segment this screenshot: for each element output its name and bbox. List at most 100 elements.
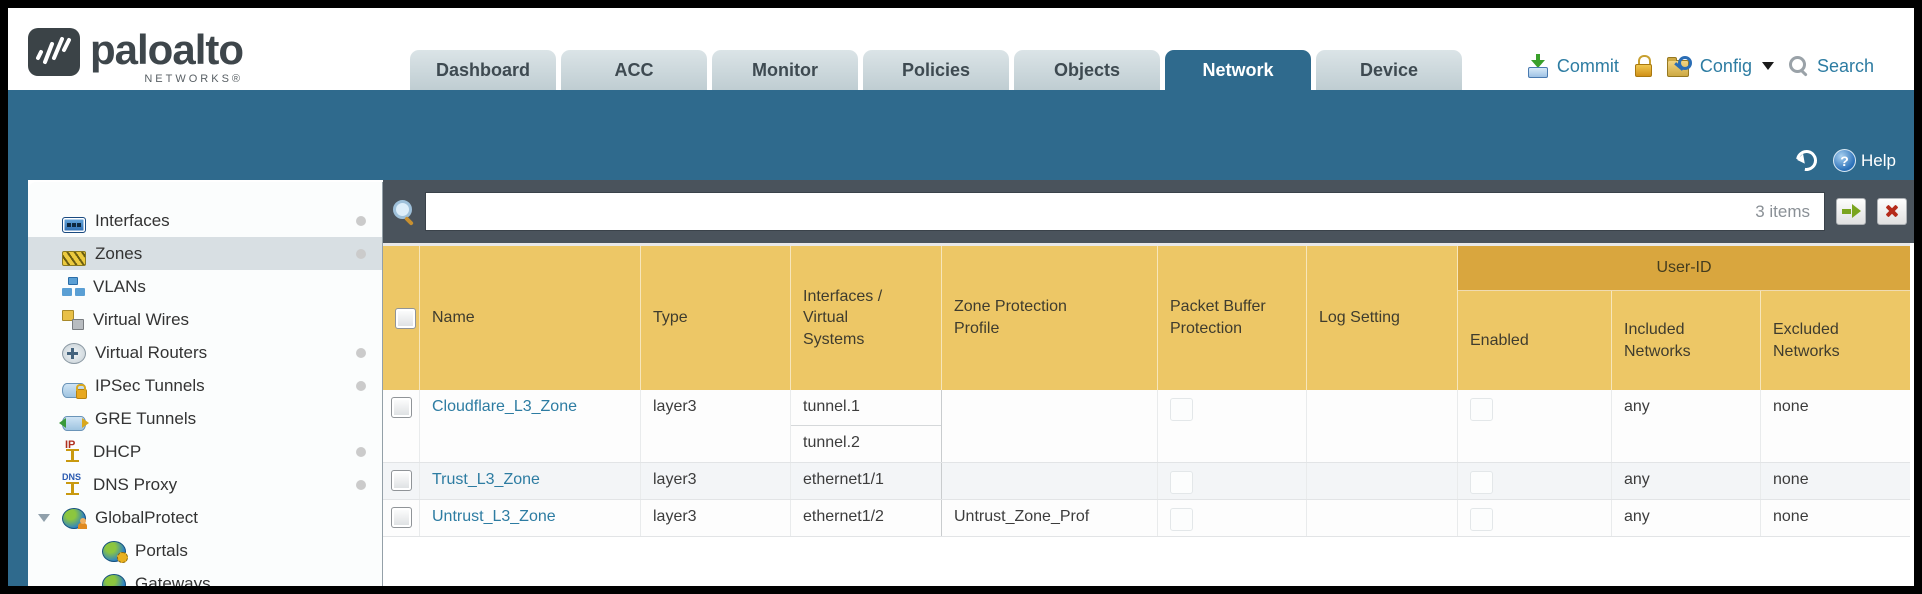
cell-zone-protection-profile: [942, 390, 1158, 462]
row-checkbox[interactable]: [391, 397, 412, 418]
brand-sub: NETWORKS®: [144, 73, 244, 85]
vlans-icon: [62, 276, 84, 298]
sidebar-item-portals[interactable]: Portals: [28, 534, 382, 567]
sidebar-item-gre-tunnels[interactable]: GRE Tunnels: [28, 402, 382, 435]
column-header-name[interactable]: Name: [420, 246, 641, 390]
expand-triangle-icon[interactable]: [38, 513, 50, 522]
sidebar-item-label: Virtual Wires: [93, 309, 190, 329]
cell-log-setting: [1307, 390, 1458, 462]
user-id-enabled-checkbox[interactable]: [1470, 508, 1493, 531]
sidebar-item-ipsec-tunnels[interactable]: IPSec Tunnels: [28, 369, 382, 402]
column-header-excluded-networks[interactable]: Excluded Networks: [1773, 320, 1840, 360]
column-header-log-setting[interactable]: Log Setting: [1307, 246, 1458, 390]
help-button[interactable]: ? Help: [1833, 149, 1896, 172]
column-header-packet-buffer-protection[interactable]: Packet Buffer Protection: [1158, 246, 1307, 390]
filter-input[interactable]: 3 items: [425, 192, 1825, 231]
zones-table: Name Type Interfaces / Virtual Systems Z…: [383, 243, 1910, 537]
zone-name-link[interactable]: Cloudflare_L3_Zone: [432, 398, 577, 415]
apply-filter-button[interactable]: [1836, 198, 1866, 225]
row-checkbox[interactable]: [391, 507, 412, 528]
cell-name: Untrust_L3_Zone: [420, 500, 641, 536]
row-select-cell: [383, 390, 420, 462]
interface-entry: ethernet1/1: [803, 471, 884, 488]
cell-interfaces: tunnel.1 tunnel.2: [791, 390, 942, 462]
tab-monitor[interactable]: Monitor: [712, 50, 858, 90]
sidebar-item-label: Zones: [95, 243, 143, 263]
cell-zone-protection-profile: [942, 463, 1158, 499]
sidebar-item-label: IPSec Tunnels: [95, 375, 205, 395]
refresh-icon[interactable]: [1791, 145, 1822, 176]
status-dot: [356, 347, 366, 358]
sidebar-item-globalprotect[interactable]: GlobalProtect: [28, 501, 382, 534]
cell-excluded-networks: none: [1773, 471, 1809, 488]
table-filter-bar: 3 items: [383, 180, 1914, 243]
sidebar-item-virtual-wires[interactable]: Virtual Wires: [28, 303, 382, 336]
dns-icon: [62, 472, 84, 496]
zones-table-body: Cloudflare_L3_Zone layer3 tunnel.1 tunnel.2…: [383, 390, 1910, 537]
global-search-button[interactable]: Search: [1788, 55, 1874, 77]
config-label: Config: [1699, 55, 1752, 76]
cell-type: layer3: [641, 463, 791, 499]
sidebar-item-dhcp[interactable]: DHCP: [28, 435, 382, 468]
zone-name-link[interactable]: Trust_L3_Zone: [432, 471, 540, 488]
cell-name: Cloudflare_L3_Zone: [420, 390, 641, 462]
cell-included-networks: any: [1612, 463, 1761, 499]
packet-buffer-checkbox[interactable]: [1170, 398, 1193, 421]
sidebar-item-label: DHCP: [93, 441, 142, 461]
sidebar-item-vlans[interactable]: VLANs: [28, 270, 382, 303]
sidebar-item-gateways[interactable]: Gateways: [28, 567, 382, 586]
gateways-icon: [102, 574, 126, 586]
sidebar-item-zones[interactable]: Zones: [28, 237, 382, 270]
column-header-interfaces[interactable]: Interfaces / Virtual Systems: [791, 246, 942, 390]
sidebar-item-interfaces[interactable]: Interfaces: [28, 204, 382, 237]
tab-dashboard[interactable]: Dashboard: [410, 50, 556, 90]
brand-wordmark: paloalto: [90, 26, 244, 73]
cell-included-networks: any: [1612, 390, 1761, 462]
interface-entry: ethernet1/2: [803, 508, 884, 525]
packet-buffer-checkbox[interactable]: [1170, 508, 1193, 531]
packet-buffer-checkbox[interactable]: [1170, 471, 1193, 494]
zone-name-link[interactable]: Untrust_L3_Zone: [432, 508, 556, 525]
paloalto-logo-icon: [28, 28, 80, 76]
row-checkbox[interactable]: [391, 470, 412, 491]
dhcp-icon: [62, 439, 84, 463]
filter-search-icon[interactable]: [391, 199, 417, 226]
user-id-enabled-checkbox[interactable]: [1470, 398, 1493, 421]
tab-acc[interactable]: ACC: [561, 50, 707, 90]
lock-icon[interactable]: [1633, 54, 1653, 78]
cell-name: Trust_L3_Zone: [420, 463, 641, 499]
globalprotect-icon: [62, 508, 87, 529]
select-all-checkbox[interactable]: [395, 307, 416, 329]
column-header-type[interactable]: Type: [641, 246, 791, 390]
clear-filter-button[interactable]: [1877, 198, 1907, 225]
row-select-cell: [383, 463, 420, 499]
sidebar-item-virtual-routers[interactable]: Virtual Routers: [28, 336, 382, 369]
user-id-enabled-checkbox[interactable]: [1470, 471, 1493, 494]
tab-objects[interactable]: Objects: [1014, 50, 1160, 90]
column-header-included-networks[interactable]: Included Networks: [1612, 291, 1761, 390]
interface-entry: tunnel.2: [803, 434, 860, 451]
cell-interfaces: ethernet1/1: [791, 463, 942, 499]
tab-policies[interactable]: Policies: [863, 50, 1009, 90]
tab-network[interactable]: Network: [1165, 50, 1311, 90]
cell-user-id-enabled: [1458, 500, 1612, 536]
gre-icon: [59, 416, 89, 431]
column-header-zone-protection-profile[interactable]: Zone Protection Profile: [942, 246, 1158, 390]
status-dot: [356, 248, 366, 259]
teal-banner: ? Help: [8, 90, 1914, 180]
column-group-user-id: User-ID: [1458, 246, 1910, 291]
config-menu-button[interactable]: Config: [1666, 54, 1774, 78]
sidebar-item-label: Interfaces: [95, 210, 170, 230]
commit-label: Commit: [1556, 55, 1619, 76]
commit-button[interactable]: Commit: [1526, 54, 1619, 78]
cell-type: layer3: [641, 500, 791, 536]
commit-icon: [1526, 54, 1550, 78]
tab-device[interactable]: Device: [1316, 50, 1462, 90]
interface-entry: tunnel.1: [791, 390, 941, 426]
sidebar-item-dns-proxy[interactable]: DNS Proxy: [28, 468, 382, 501]
column-header-enabled[interactable]: Enabled: [1458, 291, 1612, 390]
